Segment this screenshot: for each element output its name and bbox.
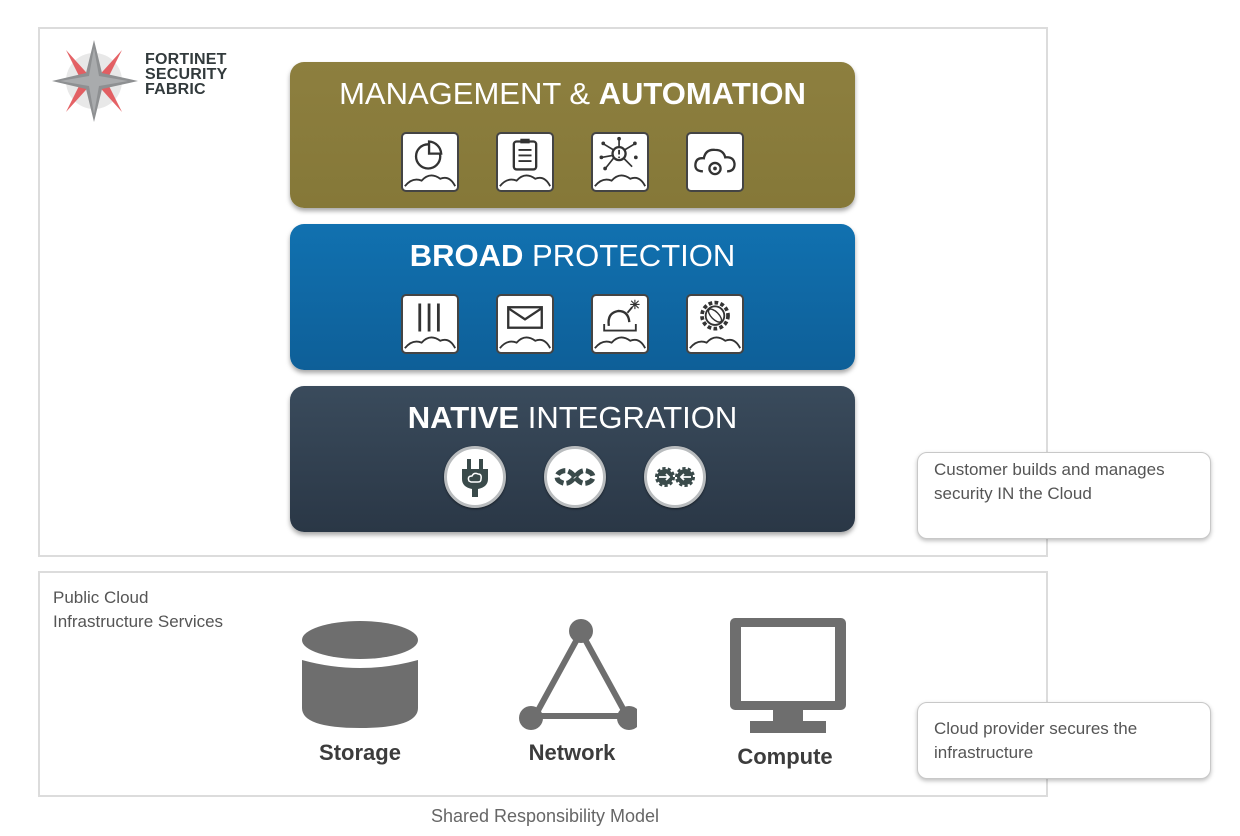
layer-native-integration: NATIVE INTEGRATION: [290, 386, 855, 532]
infra-label: Compute: [737, 744, 833, 769]
provider-responsibility-frame: [38, 571, 1048, 797]
plug-cloud-icon: [443, 446, 506, 508]
customer-responsibility-frame: [38, 27, 1048, 557]
layer-title-bold: NATIVE: [407, 400, 520, 435]
icon-row: [290, 446, 855, 508]
cloud-gear-icon: [686, 132, 744, 192]
logo-line-3: FABRIC: [145, 81, 206, 98]
monitor-icon: [730, 618, 846, 733]
layer-title-light: PROTECTION: [523, 238, 736, 273]
public-cloud-label-line-2: Infrastructure Services: [53, 612, 224, 631]
layer-title: NATIVE INTEGRATION: [290, 400, 855, 436]
public-cloud-label: Public Cloud Infrastructure Services: [53, 586, 223, 634]
infra-item-compute: Compute: [710, 618, 860, 770]
clipboard-cloud-icon: [496, 132, 554, 192]
network-analysis-cloud-icon: [591, 132, 649, 192]
diagram-caption: Shared Responsibility Model: [430, 806, 660, 826]
public-cloud-label-line-1: Public Cloud: [53, 588, 149, 607]
customer-responsibility-callout: Customer builds and manages security IN …: [917, 452, 1211, 539]
layer-title: BROAD PROTECTION: [290, 238, 855, 274]
layer-broad-protection: BROAD PROTECTION: [290, 224, 855, 370]
mail-cloud-icon: [496, 294, 554, 354]
provider-responsibility-callout: Cloud provider secures the infrastructur…: [917, 702, 1211, 779]
layer-title-bold: BROAD: [409, 238, 524, 273]
infra-label: Network: [528, 740, 616, 765]
layer-title: MANAGEMENT & AUTOMATION: [290, 76, 855, 112]
infinity-sync-icon: [543, 446, 606, 508]
icon-row: [290, 132, 855, 192]
pie-chart-cloud-icon: [401, 132, 459, 192]
fortinet-star-icon: [52, 40, 138, 122]
infra-item-network: Network: [497, 618, 647, 766]
icon-row: [290, 294, 855, 354]
infra-item-storage: Storage: [285, 618, 435, 766]
layer-management-automation: MANAGEMENT & AUTOMATION: [290, 62, 855, 208]
firewall-cloud-icon: [401, 294, 459, 354]
fortinet-security-fabric-logo: FORTINET SECURITY FABRIC: [50, 38, 280, 128]
layer-title-bold: AUTOMATION: [598, 76, 806, 111]
logo-line-1: FORTINET: [145, 51, 227, 68]
layer-title-light: MANAGEMENT &: [339, 76, 599, 111]
database-icon: [302, 621, 418, 728]
sandbox-bomb-cloud-icon: [591, 294, 649, 354]
layer-title-light: INTEGRATION: [519, 400, 738, 435]
web-gear-cloud-icon: [686, 294, 744, 354]
infra-label: Storage: [319, 740, 401, 765]
network-triangle-icon: [519, 619, 637, 730]
logo-wordmark: FORTINET SECURITY FABRIC: [145, 51, 228, 98]
gears-exchange-icon: [643, 446, 706, 508]
logo-line-2: SECURITY: [145, 66, 228, 83]
